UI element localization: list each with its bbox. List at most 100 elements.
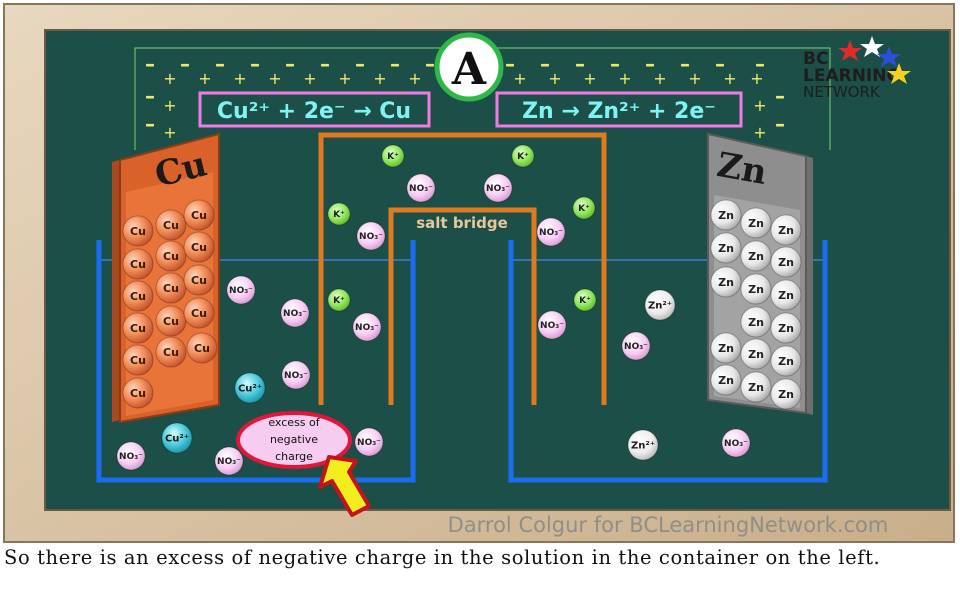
zinc-atom: Zn	[770, 246, 802, 278]
negative-sign: –	[145, 52, 155, 76]
logo-star-red	[838, 40, 862, 61]
positive-sign: +	[513, 69, 526, 88]
zinc-atom-label: Zn	[778, 224, 794, 237]
potassium-ion-shape	[327, 202, 351, 226]
zinc-atom: Zn	[740, 306, 772, 338]
zinc-atom: Zn	[740, 338, 772, 370]
copper-atom-label: Cu	[130, 258, 146, 271]
positive-sign: +	[618, 69, 631, 88]
negative-sign: –	[215, 52, 225, 76]
copper-atom-shape	[122, 248, 154, 280]
copper-atom-shape	[183, 297, 215, 329]
nitrate-ion: NO₃⁻	[281, 360, 311, 390]
copper-atom-label: Cu	[163, 315, 179, 328]
zinc-atom: Zn	[740, 273, 772, 305]
salt-bridge-inner	[388, 207, 537, 405]
nitrate-ion-shape	[721, 428, 751, 458]
positive-sign: +	[653, 69, 666, 88]
positive-sign: +	[753, 123, 766, 142]
callout-line-2: negative	[270, 433, 318, 446]
zinc-electrode-label: Zn	[714, 145, 770, 193]
negative-sign: –	[680, 52, 690, 76]
potassium-ion-label: K⁺	[333, 296, 345, 306]
copper-atom: Cu	[183, 297, 215, 329]
copper-atom-label: Cu	[191, 209, 207, 222]
nitrate-ion-shape	[281, 360, 311, 390]
zinc-atom: Zn	[740, 207, 772, 239]
nitrate-ion-label: NO₃⁻	[724, 439, 748, 449]
copper-atom-shape	[183, 264, 215, 296]
negative-sign: –	[145, 84, 155, 108]
copper-atom-shape	[122, 312, 154, 344]
zinc-atom: Zn	[740, 371, 772, 403]
negative-sign: –	[355, 52, 365, 76]
zinc-atom: Zn	[770, 279, 802, 311]
positive-sign: +	[753, 96, 766, 115]
potassium-ion-label: K⁺	[387, 152, 399, 162]
electrochemical-cell-diagram: ––––––––––––––––––––– ++++++++++++++++++…	[3, 3, 955, 543]
potassium-ion: K⁺	[572, 196, 596, 220]
zinc-atom-shape	[710, 199, 742, 231]
copper-atom: Cu	[155, 240, 187, 272]
positive-sign: +	[163, 96, 176, 115]
zinc-atom-label: Zn	[778, 289, 794, 302]
credit-watermark: Darrol Colgur for BCLearningNetwork.com	[448, 513, 889, 537]
logo-star-yellow	[887, 63, 911, 84]
copper-atom-shape	[155, 305, 187, 337]
callout-line-3: charge	[275, 450, 313, 463]
nitrate-ion-shape	[537, 310, 567, 340]
copper-atom: Cu	[122, 344, 154, 376]
logo-star-white	[860, 36, 884, 57]
negative-sign: –	[285, 52, 295, 76]
nitrate-ion-shape	[214, 446, 244, 476]
wire-signs: ––––––––––––––––––––– ++++++++++++++++++…	[145, 52, 785, 142]
zinc-atom-shape	[710, 266, 742, 298]
copper-atom-label: Cu	[191, 307, 207, 320]
zinc-atom-shape	[770, 279, 802, 311]
copper-atom-shape	[155, 336, 187, 368]
copper-ion-label: Cu²⁺	[238, 384, 262, 395]
zinc-atom-shape	[740, 240, 772, 272]
zinc-atom-shape	[740, 371, 772, 403]
zinc-atom-label: Zn	[748, 381, 764, 394]
zinc-atom: Zn	[770, 312, 802, 344]
negative-sign: –	[715, 52, 725, 76]
ammeter-body	[434, 32, 504, 102]
copper-atom: Cu	[155, 305, 187, 337]
nitrate-ion-label: NO₃⁻	[624, 342, 648, 352]
positive-sign: +	[583, 69, 596, 88]
logo-line-1: BC	[803, 49, 828, 69]
positive-sign: +	[338, 69, 351, 88]
zinc-atom: Zn	[770, 345, 802, 377]
zinc-ion-label: Zn²⁺	[631, 441, 655, 452]
copper-atom-shape	[122, 215, 154, 247]
negative-sign: –	[610, 52, 620, 76]
slide-caption: So there is an excess of negative charge…	[4, 546, 881, 569]
copper-atom-label: Cu	[130, 387, 146, 400]
logo-star-blue	[877, 46, 901, 67]
zinc-atom-shape	[740, 207, 772, 239]
copper-ion-shape	[234, 372, 266, 404]
copper-atom-label: Cu	[163, 250, 179, 263]
nitrate-ion: NO₃⁻	[406, 173, 436, 203]
copper-atom: Cu	[122, 280, 154, 312]
nitrate-ion: NO₃⁻	[621, 331, 651, 361]
zinc-atom: Zn	[710, 364, 742, 396]
zinc-atom-label: Zn	[748, 348, 764, 361]
nitrate-ion: NO₃⁻	[354, 427, 384, 457]
nitrate-ion-label: NO₃⁻	[355, 323, 379, 333]
zinc-atom: Zn	[770, 214, 802, 246]
ions: NO₃⁻NO₃⁻NO₃⁻NO₃⁻NO₃⁻NO₃⁻NO₃⁻NO₃⁻NO₃⁻NO₃⁻…	[116, 144, 751, 476]
copper-ion: Cu²⁺	[161, 422, 193, 454]
potassium-ion-label: K⁺	[579, 296, 591, 306]
negative-sign: –	[775, 112, 785, 136]
negative-sign: –	[180, 52, 190, 76]
negative-sign: –	[775, 84, 785, 108]
nitrate-ion-shape	[483, 173, 513, 203]
positive-sign: +	[233, 69, 246, 88]
potassium-ion: K⁺	[381, 144, 405, 168]
nitrate-ion-label: NO₃⁻	[119, 452, 143, 462]
copper-atom-label: Cu	[163, 282, 179, 295]
